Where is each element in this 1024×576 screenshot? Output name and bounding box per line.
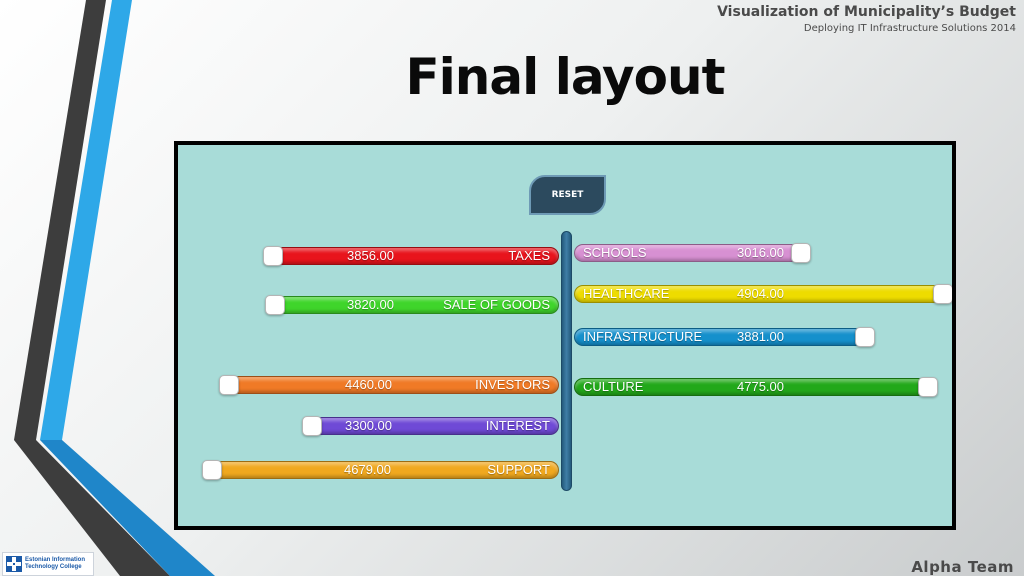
income-bar-interest[interactable]: 3300.00 INTEREST [302,416,559,436]
expenses-bar-healthcare[interactable]: 4904.00 HEALTHCARE [574,284,952,304]
college-logo: Estonian Information Technology College [2,552,94,576]
slider-handle[interactable] [855,327,875,347]
bar-value: 3856.00 [347,248,394,263]
header-title: Visualization of Municipality’s Budget [717,4,1016,20]
reset-button[interactable]: RESET [529,175,606,215]
bar-value: 4460.00 [345,377,392,392]
budget-app-panel: RESET 3856.00 TAXES 3820.00 SALE OF GOODS 44… [174,141,956,530]
bar-value: 3881.00 [737,329,784,344]
bar-label: INVESTORS [475,377,550,392]
bar-label: INTEREST [485,418,550,433]
income-bar-support[interactable]: 4679.00 SUPPORT [202,460,559,480]
slider-handle[interactable] [263,246,283,266]
bar-label: TAXES [508,248,550,263]
team-name: Alpha Team [911,558,1014,576]
bar-label: SUPPORT [487,462,550,477]
expenses-bar-culture[interactable]: 4775.00 CULTURE [574,377,938,397]
bar-label: SCHOOLS [583,245,647,260]
slider-handle[interactable] [302,416,322,436]
income-bar-sale-of-goods[interactable]: 3820.00 SALE OF GOODS [265,295,559,315]
college-logo-icon [6,556,22,572]
slider-handle[interactable] [202,460,222,480]
bar-value: 4904.00 [737,286,784,301]
college-logo-text: Estonian Information Technology College [25,557,85,570]
center-divider [561,231,572,491]
slider-handle[interactable] [918,377,938,397]
slider-handle[interactable] [265,295,285,315]
slider-handle[interactable] [791,243,811,263]
slide-title: Final layout [405,48,726,106]
bar-value: 4679.00 [344,462,391,477]
decorative-stripes [14,0,215,576]
bar-label: SALE OF GOODS [443,297,550,312]
expenses-bar-schools[interactable]: 3016.00 SCHOOLS [574,243,811,263]
bar-label: HEALTHCARE [583,286,670,301]
bar-value: 3016.00 [737,245,784,260]
income-bar-investors[interactable]: 4460.00 INVESTORS [219,375,559,395]
header-subtitle: Deploying IT Infrastructure Solutions 20… [803,23,1016,34]
expenses-bar-infrastructure[interactable]: 3881.00 INFRASTRUCTURE [574,327,875,347]
slider-handle[interactable] [933,284,952,304]
bar-label: CULTURE [583,379,644,394]
bar-value: 3300.00 [345,418,392,433]
bar-label: INFRASTRUCTURE [583,329,703,344]
bar-value: 4775.00 [737,379,784,394]
slider-handle[interactable] [219,375,239,395]
income-bar-taxes[interactable]: 3856.00 TAXES [263,246,559,266]
bar-value: 3820.00 [347,297,394,312]
